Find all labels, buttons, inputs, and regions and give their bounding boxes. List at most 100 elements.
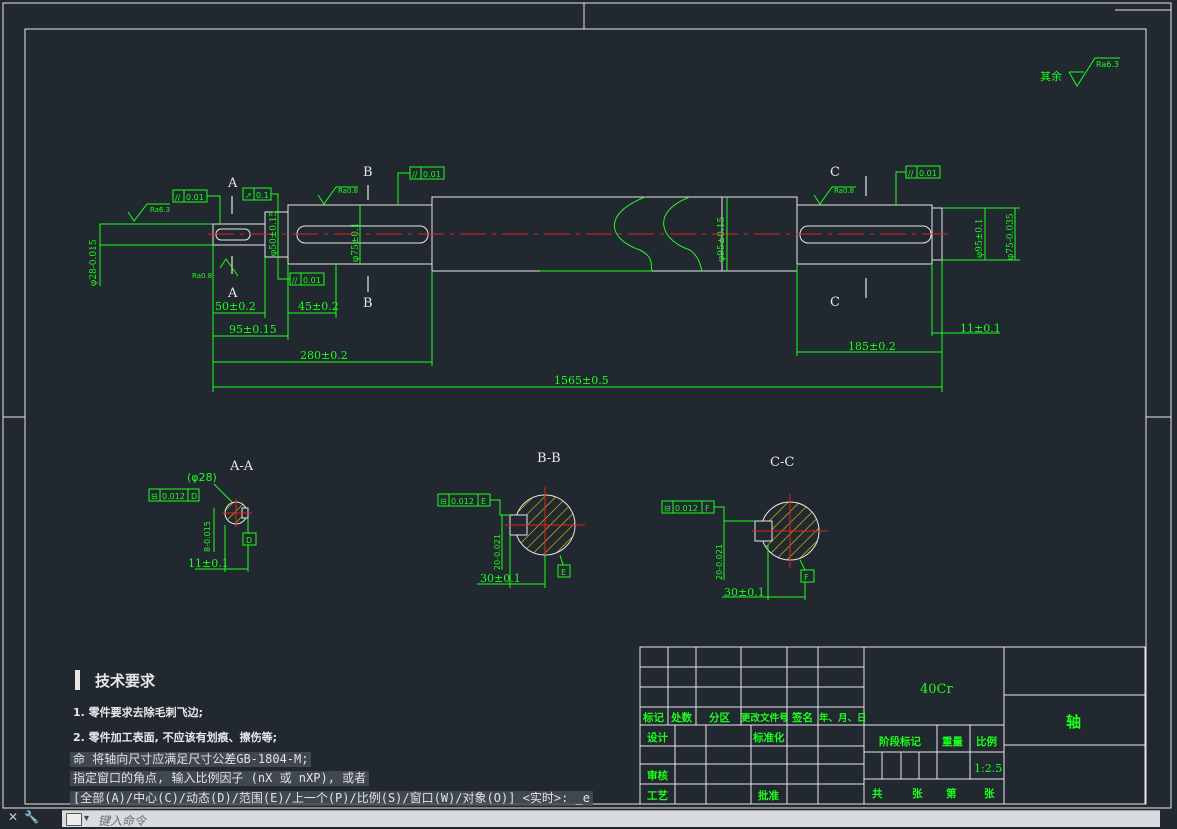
svg-text:张: 张	[984, 787, 995, 800]
svg-text:∕∕: ∕∕	[412, 170, 418, 179]
vertical-dim-texts: φ28-0.015 φ50±0.15 φ75±0.1 φ95±0.15 φ95±…	[89, 210, 1016, 286]
svg-text:1. 零件要求去除毛刺飞边;: 1. 零件要求去除毛刺飞边;	[73, 705, 203, 719]
section-aa: A-A (φ28) ⊟ 0.012 D D 11±0.1 8-0.015	[148, 459, 257, 572]
svg-text:⊟: ⊟	[440, 497, 447, 506]
svg-text:∕∕: ∕∕	[175, 193, 181, 202]
svg-text:φ75±0.1: φ75±0.1	[351, 222, 361, 262]
svg-text:签名: 签名	[791, 711, 813, 724]
svg-text:F: F	[705, 504, 710, 513]
svg-text:E: E	[481, 497, 486, 506]
svg-text:分区: 分区	[709, 711, 730, 724]
svg-text:标记: 标记	[642, 711, 664, 724]
section-cut-marks	[231, 176, 867, 298]
gdt-frame-2: ↗ 0.1	[242, 187, 272, 201]
svg-text:第: 第	[946, 787, 957, 800]
tech-requirements: 技术要求 1. 零件要求去除毛刺飞边; 2. 零件加工表面, 不应该有划痕、擦伤…	[73, 670, 277, 744]
section-title-cc: C-C	[770, 455, 794, 470]
svg-text:年、月、日: 年、月、日	[819, 712, 867, 724]
svg-text:标准化: 标准化	[752, 731, 785, 744]
svg-text:C: C	[830, 165, 840, 180]
svg-text:0.01: 0.01	[919, 169, 937, 178]
section-bb: B-B ⊟ 0.012 E E 30±0.1 20-0.021	[437, 451, 585, 588]
svg-text:⊟: ⊟	[664, 504, 671, 513]
svg-text:A: A	[227, 176, 238, 191]
break-lines	[540, 196, 703, 272]
sheet-border	[2, 2, 1172, 809]
scale-value: 1:2.5	[974, 762, 1002, 775]
gdt-frame-4: ∕∕ 0.01	[289, 272, 325, 286]
roughness-marks	[127, 186, 856, 277]
vertical-dim-lines	[99, 197, 1020, 286]
svg-text:φ95±0.15: φ95±0.15	[717, 216, 727, 262]
svg-text:张: 张	[912, 787, 923, 800]
svg-text:审核: 审核	[647, 769, 668, 782]
gdt-frame-5: ∕∕ 0.01	[905, 165, 941, 179]
part-name: 轴	[1066, 713, 1081, 731]
svg-text:B: B	[363, 296, 373, 311]
section-title-bb: B-B	[537, 451, 561, 466]
close-icon[interactable]: ✕	[8, 810, 19, 824]
command-input-bar[interactable]: ▾ 键入命令	[62, 810, 1160, 828]
svg-text:Ra0.8: Ra0.8	[338, 187, 358, 195]
svg-text:阶段标记: 阶段标记	[879, 735, 921, 748]
svg-text:30±0.1: 30±0.1	[724, 586, 765, 599]
svg-text:8-0.015: 8-0.015	[203, 521, 212, 552]
command-history-line-3: [全部(A)/中心(C)/动态(D)/范围(E)/上一个(P)/比例(S)/窗口…	[70, 791, 593, 806]
dimension-lines	[212, 245, 1000, 392]
svg-text:φ75-0.035: φ75-0.035	[1006, 213, 1016, 260]
tech-req-title: 技术要求	[95, 672, 156, 690]
roughness-labels: Ra6.3 Ra0.8 Ra0.8 Ra0.8	[150, 187, 854, 280]
title-block-text: 40Cr 轴 标记 处数 分区 更改文件号 签名 年、月、日 设计 标准化 审核…	[642, 682, 1081, 802]
chevron-down-icon[interactable]: ▾	[84, 813, 90, 824]
svg-text:B: B	[363, 165, 373, 180]
svg-text:0.01: 0.01	[303, 276, 321, 285]
wrench-icon[interactable]: 🔧	[24, 810, 39, 824]
svg-text:处数: 处数	[670, 711, 692, 724]
svg-text:0.01: 0.01	[186, 193, 204, 202]
svg-text:比例: 比例	[976, 735, 997, 748]
svg-text:C: C	[830, 295, 840, 310]
command-input[interactable]: 键入命令	[98, 814, 147, 828]
svg-text:(φ28): (φ28)	[187, 471, 217, 484]
svg-text:Ra0.8: Ra0.8	[834, 187, 854, 195]
svg-text:20-0.021: 20-0.021	[715, 544, 724, 580]
svg-text:↗: ↗	[245, 191, 252, 200]
svg-text:φ28-0.015: φ28-0.015	[89, 239, 99, 286]
svg-text:20-0.021: 20-0.021	[493, 534, 502, 570]
svg-text:30±0.1: 30±0.1	[480, 572, 521, 585]
svg-text:1565±0.5: 1565±0.5	[554, 374, 609, 387]
section-cc: C-C ⊟ 0.012 F F 30±0.1 20-0.021	[661, 455, 828, 600]
svg-text:F: F	[804, 573, 809, 582]
svg-text:Ra6.3: Ra6.3	[150, 206, 170, 214]
command-icon[interactable]	[66, 813, 82, 826]
svg-text:∕∕: ∕∕	[908, 169, 914, 178]
svg-text:设计: 设计	[647, 731, 668, 744]
svg-text:重量: 重量	[942, 735, 963, 748]
command-history-line-1: 命 将轴向尺寸应满足尺寸公差GB-1804-M;	[70, 752, 312, 767]
title-block	[639, 646, 1146, 805]
roughness-note: 其余 Ra6.3	[1040, 57, 1120, 87]
svg-text:∕∕: ∕∕	[292, 276, 298, 285]
svg-text:0.012: 0.012	[162, 492, 185, 501]
svg-text:Ra0.8: Ra0.8	[192, 272, 212, 280]
svg-text:11±0.1: 11±0.1	[188, 557, 229, 570]
svg-text:11±0.1: 11±0.1	[960, 322, 1001, 335]
svg-text:E: E	[561, 568, 566, 577]
svg-text:0.1: 0.1	[256, 191, 269, 200]
section-title-aa: A-A	[229, 459, 254, 474]
horizontal-dim-texts: 50±0.2 45±0.2 95±0.15 280±0.2 1565±0.5 1…	[215, 300, 1001, 387]
svg-text:50±0.2: 50±0.2	[215, 300, 256, 313]
svg-text:280±0.2: 280±0.2	[300, 349, 348, 362]
svg-text:185±0.2: 185±0.2	[848, 340, 896, 353]
command-line-controls: ✕ 🔧	[0, 810, 62, 826]
svg-text:2. 零件加工表面, 不应该有划痕、擦伤等;: 2. 零件加工表面, 不应该有划痕、擦伤等;	[73, 730, 277, 744]
svg-text:0.012: 0.012	[675, 504, 698, 513]
roughness-note-value: Ra6.3	[1096, 60, 1119, 69]
svg-text:0.01: 0.01	[423, 170, 441, 179]
svg-text:工艺: 工艺	[647, 789, 668, 802]
svg-text:45±0.2: 45±0.2	[298, 300, 339, 313]
svg-text:95±0.15: 95±0.15	[229, 323, 277, 336]
svg-text:0.012: 0.012	[451, 497, 474, 506]
svg-text:批准: 批准	[758, 789, 779, 802]
